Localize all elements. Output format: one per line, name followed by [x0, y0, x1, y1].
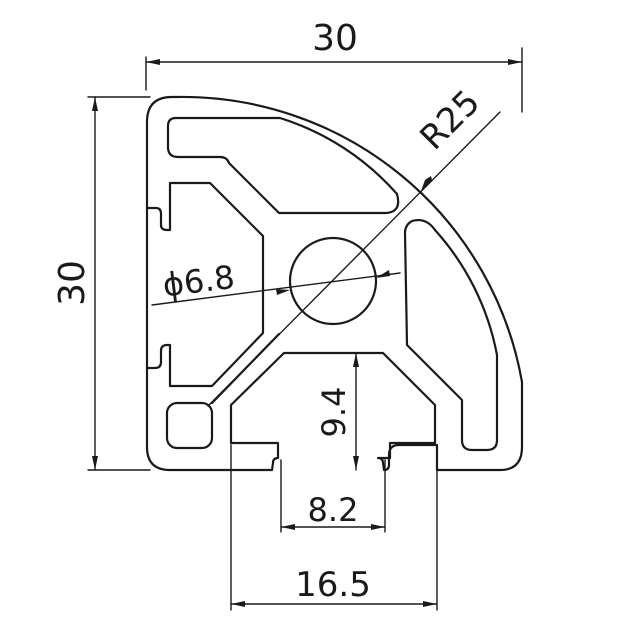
dim-height-label: 30: [52, 260, 93, 306]
upper-cavity: [166, 116, 400, 215]
center-bore: [288, 236, 378, 326]
dim-slot-inner-label: 16.5: [295, 565, 371, 605]
dim-width: 30: [145, 18, 523, 113]
left-upper-slot: [145, 181, 265, 291]
dim-bore: ϕ6.8: [151, 258, 401, 306]
dim-radius-label: R25: [412, 82, 488, 158]
corner-square-hole: [165, 401, 214, 450]
dim-slot-inner: 16.5: [230, 444, 438, 611]
dim-width-label: 30: [312, 18, 358, 59]
dim-slot-depth-label: 9.4: [315, 387, 353, 438]
dim-slot-opening-label: 8.2: [308, 491, 359, 529]
dim-bore-label: ϕ6.8: [161, 258, 237, 304]
dim-height: 30: [52, 96, 151, 471]
profile-outer-contour: [145, 95, 524, 472]
right-cavity: [403, 218, 499, 452]
left-lower-slot: [145, 287, 265, 388]
dim-slot-opening: 8.2: [280, 459, 386, 533]
dim-slot-depth: 9.4: [315, 352, 373, 471]
